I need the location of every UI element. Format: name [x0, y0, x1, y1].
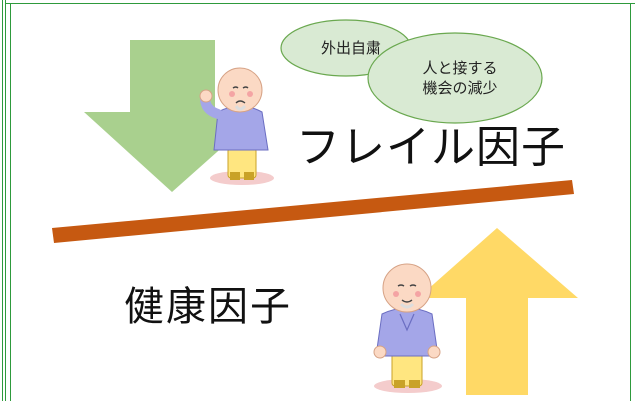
frailty-factors-label: フレイル因子: [296, 122, 566, 173]
bubble-less-contact-line1: 人と接する: [422, 59, 498, 77]
elderly-person-worried: [199, 67, 274, 185]
bubble-stay-home-text: 外出自粛: [320, 39, 381, 57]
frame-top-edge: [6, 3, 635, 4]
health-factors-label: 健康因子: [124, 284, 292, 330]
bubble-less-contact-text: 人と接する 機会の減少: [405, 58, 515, 98]
seesaw-bar: [52, 180, 574, 243]
frame-right-edge: [630, 3, 631, 401]
frame-inner-left-edge: [10, 3, 11, 401]
up-arrow: [418, 228, 578, 395]
down-arrow: [84, 40, 262, 192]
bubble-less-contact: [367, 32, 543, 124]
frame-left-edge: [2, 0, 6, 401]
elderly-person-happy: [373, 263, 442, 393]
bubble-less-contact-line2: 機会の減少: [422, 79, 498, 97]
